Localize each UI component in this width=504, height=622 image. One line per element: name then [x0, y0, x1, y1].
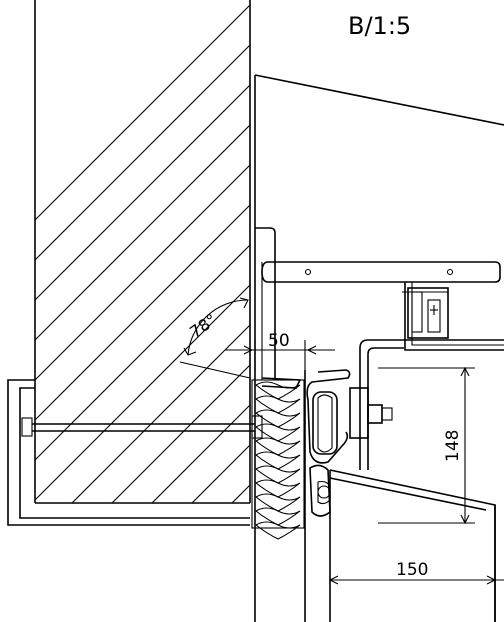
masonry-wall	[34, 0, 504, 520]
hatch-line	[255, 0, 504, 520]
hatch-line	[35, 0, 250, 503]
lower-sloped-panel	[329, 469, 496, 622]
hatch-line	[375, 0, 504, 520]
dimension-height: 148	[378, 366, 475, 525]
angle-label: 78°	[186, 310, 220, 342]
insulation-layer	[251, 379, 305, 540]
fixing-bolt	[349, 387, 393, 439]
hatch-line	[94, 0, 250, 503]
canopy-top-edge	[254, 74, 504, 126]
hatch-line	[35, 0, 250, 503]
bottom-seal-profile	[309, 464, 331, 517]
hatch-line	[35, 0, 250, 503]
rubber-gasket	[306, 369, 351, 464]
dim-height-label: 148	[443, 430, 463, 462]
hatch-line	[35, 0, 250, 503]
dimension-width: 150	[328, 560, 504, 585]
hatch-line	[495, 0, 504, 520]
hatch-line	[35, 0, 250, 503]
facade-vertical-lines	[254, 75, 331, 622]
hatch-line	[134, 0, 250, 503]
top-rail	[261, 261, 501, 283]
dim-gap-label: 50	[268, 331, 290, 351]
bottom-bracket-profile	[7, 379, 250, 526]
cladding-return	[255, 227, 276, 380]
angle-indicator: 78°	[179, 297, 251, 379]
hatch-line	[35, 0, 250, 503]
hatch-line	[54, 0, 250, 503]
dim-width-label: 150	[396, 560, 428, 580]
dimension-gap: 50	[225, 331, 335, 370]
anchor-bolt	[21, 415, 263, 439]
hatch-line	[35, 0, 250, 503]
top-seal-strip	[261, 377, 302, 389]
scale-label: B/1:5	[348, 12, 411, 40]
hatch-line	[295, 0, 504, 520]
angle-bracket	[359, 339, 504, 470]
hatch-line	[35, 0, 250, 503]
insulation-loop	[255, 521, 301, 540]
hanging-clip-profile	[402, 282, 504, 351]
